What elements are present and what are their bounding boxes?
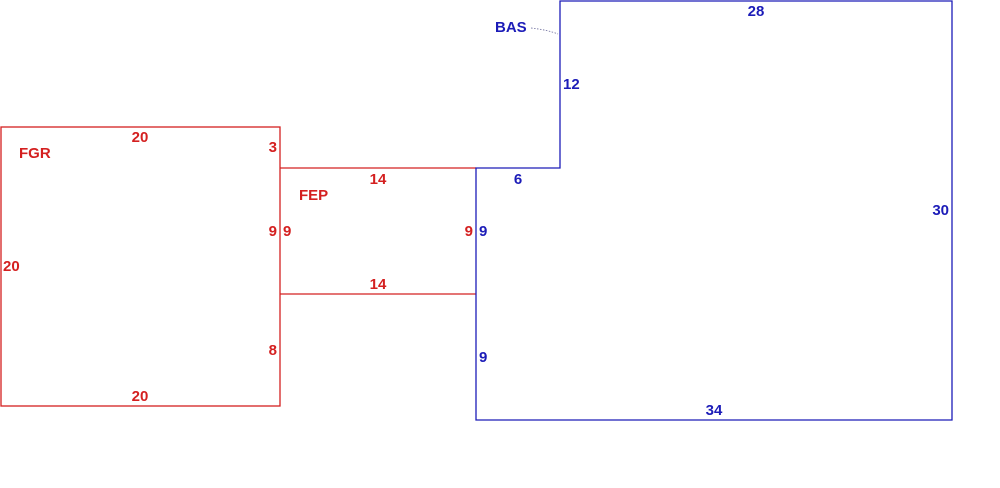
bas-left-upper-dimension: 12 xyxy=(563,76,580,93)
bas-outline xyxy=(475,0,953,421)
fgr-bottom-dimension: 20 xyxy=(132,388,149,405)
bas-step-dimension: 6 xyxy=(514,171,522,188)
bas-right-dimension: 30 xyxy=(932,202,949,219)
fep-label: FEP xyxy=(299,187,328,204)
fgr-right-mid-dimension: 9 xyxy=(269,223,277,240)
fep-top-dimension: 14 xyxy=(370,171,387,188)
fgr-left-dimension: 20 xyxy=(3,258,20,275)
bas-top-dimension: 28 xyxy=(748,3,765,20)
fep-bottom-dimension: 14 xyxy=(370,276,387,293)
bas-bottom-dimension: 34 xyxy=(706,402,723,419)
fep-right-dimension: 9 xyxy=(465,223,473,240)
bas-label: BAS xyxy=(495,19,527,36)
fgr-area: FGR 20 20 20 3 9 8 xyxy=(0,126,281,407)
fep-area: FEP 14 14 9 9 xyxy=(280,167,476,295)
bas-area: BAS 28 12 6 9 9 30 34 xyxy=(475,0,953,421)
fep-left-dimension: 9 xyxy=(283,223,291,240)
fgr-top-dimension: 20 xyxy=(132,129,149,146)
fgr-right-bottom-dimension: 8 xyxy=(269,342,277,359)
fgr-right-top-dimension: 3 xyxy=(269,139,277,156)
fgr-outline xyxy=(0,126,281,407)
bas-left-lower-dimension: 9 xyxy=(479,349,487,366)
fgr-label: FGR xyxy=(19,145,51,162)
bas-label-leader xyxy=(530,27,559,35)
bas-left-mid-dimension: 9 xyxy=(479,223,487,240)
